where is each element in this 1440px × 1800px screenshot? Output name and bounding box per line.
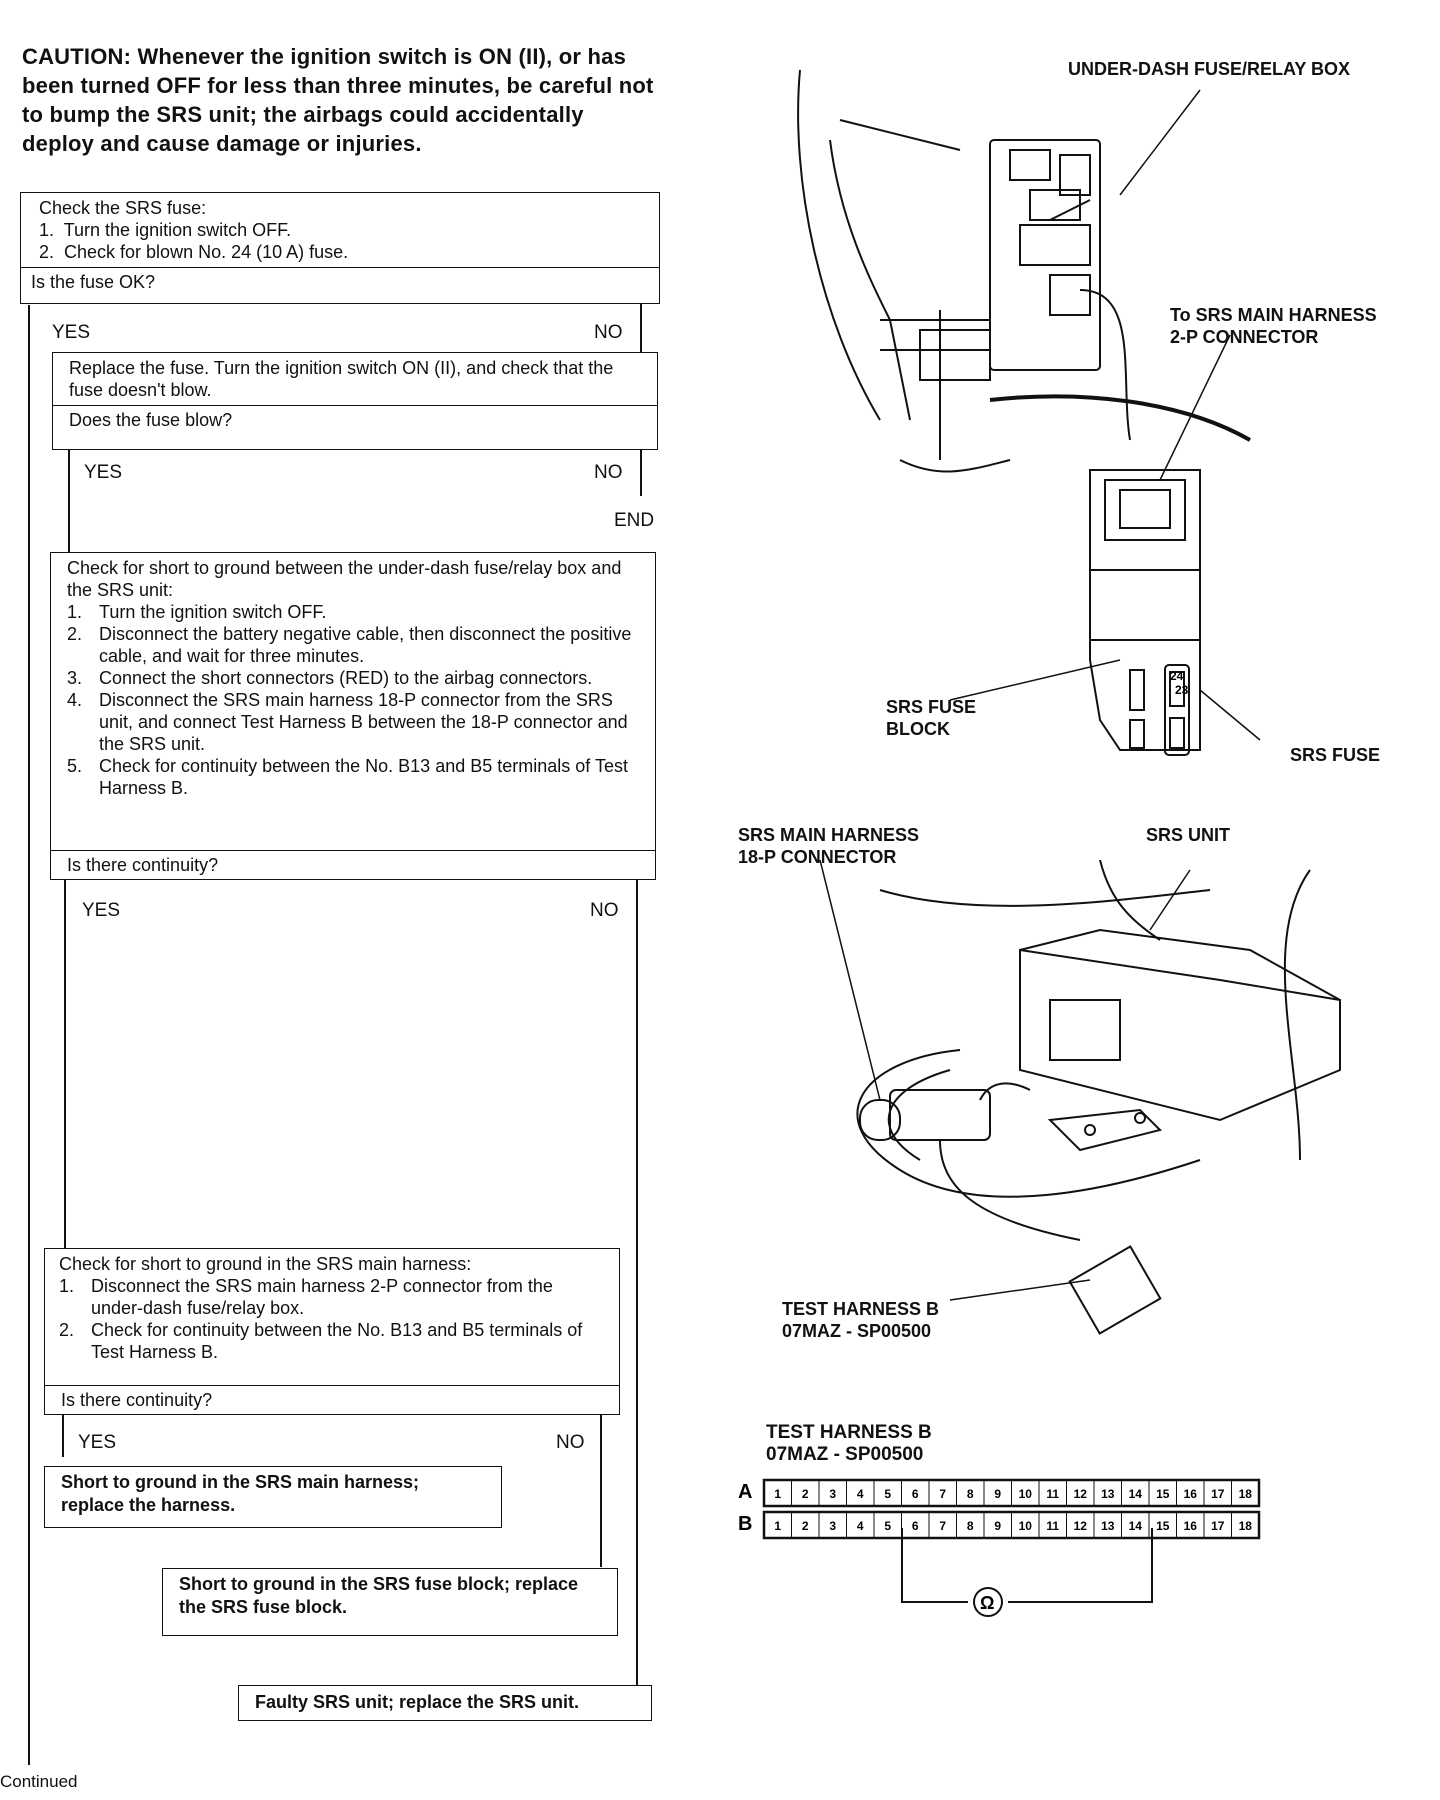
step1-yes-label: YES — [52, 322, 91, 343]
step3-item: 3.Connect the short connectors (RED) to … — [67, 668, 593, 688]
pin-number: 5 — [884, 1487, 891, 1501]
pin-number: 7 — [939, 1519, 946, 1533]
step4-item: 1.Disconnect the SRS main harness 2-P co… — [59, 1276, 553, 1318]
pin-number: 2 — [802, 1487, 809, 1501]
step3-item: 4.Disconnect the SRS main harness 18-P c… — [67, 690, 628, 754]
step3-question: Is there continuity? — [51, 850, 655, 879]
step2-no-label: NO — [594, 462, 623, 483]
pin-number: 10 — [1019, 1487, 1033, 1501]
flow-line — [68, 450, 70, 552]
flow-line — [640, 450, 642, 496]
pin-number: 7 — [939, 1487, 946, 1501]
pin-number: 5 — [884, 1519, 891, 1533]
ohmmeter-icon: Ω — [980, 1593, 994, 1613]
flow-line — [28, 305, 30, 1765]
pin-number: 16 — [1184, 1519, 1198, 1533]
step1-box: Check the SRS fuse: 1. Turn the ignition… — [20, 192, 660, 304]
flow-line — [62, 1415, 64, 1457]
result-fuse-block: Short to ground in the SRS fuse block; r… — [162, 1568, 618, 1636]
step3-item: 5.Check for continuity between the No. B… — [67, 756, 628, 798]
pin-number: 8 — [967, 1519, 974, 1533]
pin-number: 10 — [1019, 1519, 1033, 1533]
step4-item: 2.Check for continuity between the No. B… — [59, 1320, 583, 1362]
pin-number: 3 — [829, 1487, 836, 1501]
pin-number: 18 — [1239, 1487, 1253, 1501]
step4-no-label: NO — [556, 1432, 585, 1453]
pin-number: 11 — [1046, 1519, 1059, 1533]
step1-title: Check the SRS fuse: — [39, 198, 207, 218]
row-b-label: B — [738, 1513, 752, 1535]
step2-box: Replace the fuse. Turn the ignition swit… — [52, 352, 658, 450]
step4-question: Is there continuity? — [45, 1385, 619, 1414]
pin-number: 4 — [857, 1519, 864, 1533]
step3-item: 1.Turn the ignition switch OFF. — [67, 602, 327, 622]
pin-number: 2 — [802, 1519, 809, 1533]
pin-number: 1 — [774, 1519, 781, 1533]
srs-unit-illustration — [819, 860, 1341, 1335]
end-label: END — [614, 510, 655, 531]
pin-number: 6 — [912, 1519, 919, 1533]
label-srs-fuse: SRS FUSE — [1290, 745, 1381, 765]
pin-number: 4 — [857, 1487, 864, 1501]
step1-question: Is the fuse OK? — [21, 267, 659, 296]
row-a-label: A — [738, 1481, 752, 1503]
pin-number: 16 — [1184, 1487, 1198, 1501]
step4-title: Check for short to ground in the SRS mai… — [59, 1254, 472, 1274]
pin-number: 14 — [1129, 1487, 1143, 1501]
pin-number: 17 — [1211, 1519, 1225, 1533]
pin-number: 6 — [912, 1487, 919, 1501]
pin-number: 11 — [1046, 1487, 1059, 1501]
pin-number: 12 — [1074, 1519, 1088, 1533]
step2-question: Does the fuse blow? — [53, 405, 657, 434]
pin-number: 17 — [1211, 1487, 1225, 1501]
pin-number: 8 — [967, 1487, 974, 1501]
fuse-relay-box-illustration: 23 24 — [797, 69, 1261, 756]
fuse-23-number: 23 — [1175, 683, 1189, 697]
pin-number: 12 — [1074, 1487, 1088, 1501]
pin-number: 13 — [1101, 1487, 1115, 1501]
step4-yes-label: YES — [78, 1432, 117, 1453]
result-srs-unit: Faulty SRS unit; replace the SRS unit. — [238, 1685, 652, 1721]
pin-cell — [1231, 1479, 1260, 1507]
pin-number: 15 — [1156, 1487, 1170, 1501]
pin-number: 14 — [1129, 1519, 1143, 1533]
pin-number: 15 — [1156, 1519, 1170, 1533]
flow-line — [636, 880, 638, 1685]
flow-line — [64, 880, 66, 1248]
pin-number: 13 — [1101, 1519, 1115, 1533]
pin-number: 3 — [829, 1519, 836, 1533]
step3-item: 2.Disconnect the battery negative cable,… — [67, 624, 632, 666]
pin-cell — [1231, 1511, 1260, 1539]
caution-text: CAUTION: Whenever the ignition switch is… — [22, 44, 654, 156]
step3-yes-label: YES — [82, 900, 121, 921]
step1-item: 2. Check for blown No. 24 (10 A) fuse. — [39, 242, 349, 262]
fuse-24-number: 24 — [1170, 669, 1184, 683]
step1-no-label: NO — [594, 322, 623, 343]
step1-item: 1. Turn the ignition switch OFF. — [39, 220, 292, 240]
pin-number: 9 — [994, 1487, 1001, 1501]
label-srs-unit: SRS UNIT — [1146, 825, 1231, 845]
pin-number: 9 — [994, 1519, 1001, 1533]
pin-number: 1 — [774, 1487, 781, 1501]
step3-no-label: NO — [590, 900, 619, 921]
step4-box: Check for short to ground in the SRS mai… — [44, 1248, 620, 1415]
flow-line — [640, 300, 642, 352]
step3-title: Check for short to ground between the un… — [67, 558, 622, 600]
step2-yes-label: YES — [84, 462, 123, 483]
step2-text: Replace the fuse. Turn the ignition swit… — [69, 358, 614, 400]
step3-box: Check for short to ground between the un… — [50, 552, 656, 880]
flow-line — [600, 1415, 602, 1567]
label-under-dash-box: UNDER-DASH FUSE/RELAY BOX — [1068, 59, 1351, 79]
result-harness: Short to ground in the SRS main harness;… — [44, 1466, 502, 1528]
pin-number: 18 — [1239, 1519, 1253, 1533]
continued-label: Continued — [0, 1772, 78, 1791]
